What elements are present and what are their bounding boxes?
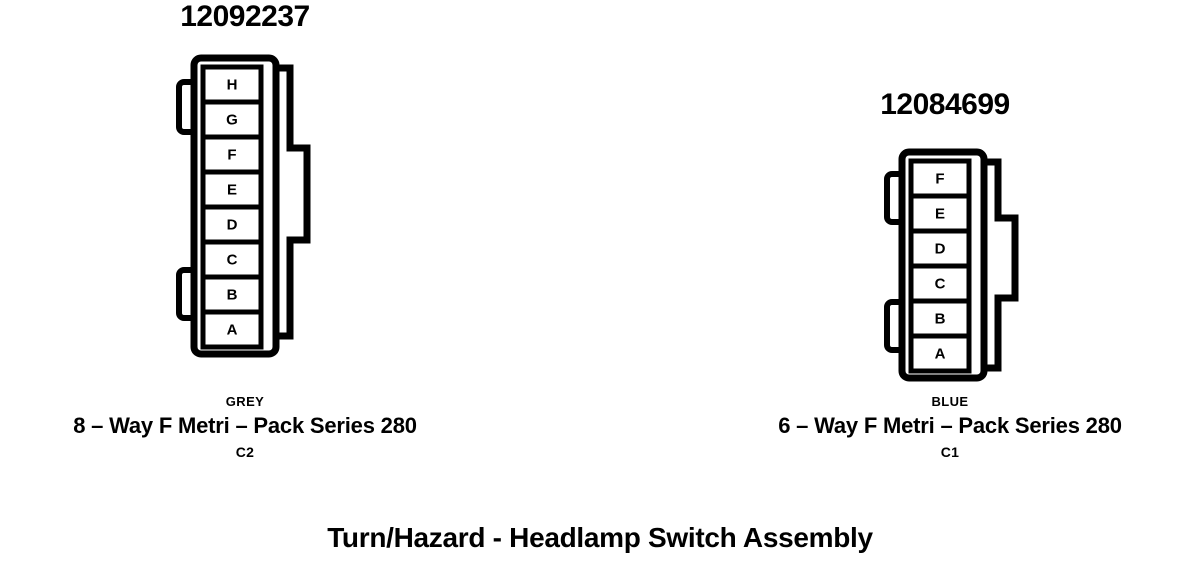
terminal-cavity-f <box>908 158 972 199</box>
terminal-label-g: G <box>226 112 238 129</box>
terminal-stack-c2: H G F E D C B A <box>200 64 264 350</box>
terminal-label-a: A <box>227 322 238 339</box>
terminal-label-e: E <box>227 182 237 199</box>
terminal-label-d: D <box>227 217 238 234</box>
terminal-label-h: H <box>227 77 238 94</box>
connector-body-c1: F E D C B A <box>878 146 1038 394</box>
terminal-label-c: C <box>227 252 238 269</box>
terminal-label-b: B <box>935 311 946 328</box>
terminal-label-a: A <box>935 346 946 363</box>
terminal-cavity-a <box>200 309 264 350</box>
part-number-c2: 12092237 <box>180 0 310 33</box>
terminal-cavity-e <box>200 169 264 210</box>
terminal-cavity-a <box>908 333 972 374</box>
terminal-label-f: F <box>227 147 236 164</box>
connector-group-c2: 12092237 H G F <box>0 0 540 500</box>
connector-caption-c2: GREY 8 – Way F Metri – Pack Series 280 C… <box>0 393 490 463</box>
terminal-stack-c1: F E D C B A <box>908 158 972 374</box>
connector-color-label-c2: GREY <box>225 394 265 409</box>
connector-body-c2: H G F E D C B A <box>170 52 330 364</box>
terminal-label-c: C <box>935 276 946 293</box>
connector-description-c2: 8 – Way F Metri – Pack Series 280 <box>73 413 417 438</box>
terminal-cavity-g <box>200 99 264 140</box>
connector-caption-c1: BLUE 6 – Way F Metri – Pack Series 280 C… <box>710 393 1190 463</box>
connector-description-c1: 6 – Way F Metri – Pack Series 280 <box>778 413 1122 438</box>
connector-color-label-c1: BLUE <box>931 394 969 409</box>
connector-reference-c2: C2 <box>235 444 255 460</box>
part-number-c1: 12084699 <box>880 88 1010 121</box>
connector-group-c1: 12084699 F E D <box>700 0 1200 500</box>
terminal-label-f: F <box>935 171 944 188</box>
terminal-label-d: D <box>935 241 946 258</box>
terminal-label-b: B <box>227 287 238 304</box>
terminal-label-e: E <box>935 206 945 223</box>
connector-reference-c1: C1 <box>940 444 960 460</box>
terminal-cavity-h <box>200 64 264 105</box>
figure-title: Turn/Hazard - Headlamp Switch Assembly <box>327 522 873 553</box>
